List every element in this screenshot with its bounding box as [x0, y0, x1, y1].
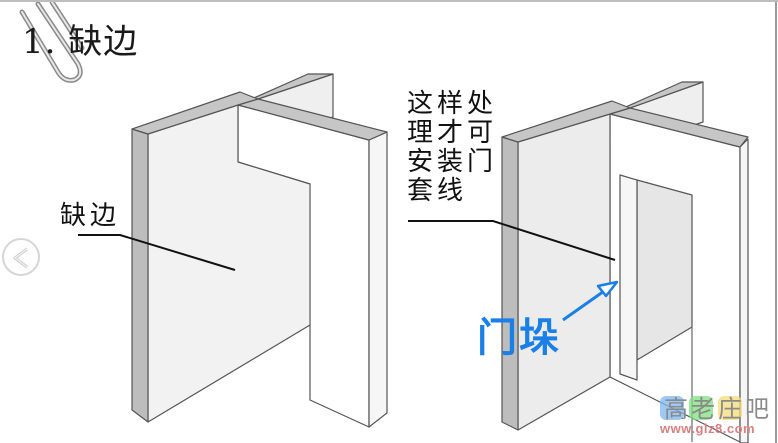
- watermark-tile-green: [689, 396, 713, 420]
- missing-edge-label: 缺边: [60, 201, 121, 231]
- watermark: 高老庄吧 www.glz8.com: [660, 392, 778, 443]
- right-wall-figure: [501, 81, 749, 443]
- prev-slide-button[interactable]: [2, 238, 40, 276]
- note-char: 套: [406, 176, 433, 206]
- watermark-text: 高老庄吧: [664, 395, 772, 423]
- install-note: 这 理 安 套 样 才 装 线 处 可 门: [405, 89, 495, 206]
- note-char: 处: [466, 89, 493, 119]
- left-wall-figure: [131, 73, 388, 428]
- right-leader-line: [408, 220, 616, 261]
- watermark-tile-yellow: [718, 396, 742, 420]
- note-char: 安: [406, 147, 433, 177]
- note-char: 装: [436, 147, 463, 177]
- note-char: 样: [436, 89, 463, 119]
- note-char: 线: [436, 176, 463, 206]
- note-char: 这: [406, 89, 433, 119]
- slide-title: 1. 缺边: [22, 22, 139, 62]
- note-column-2: 样 才 装 线: [435, 89, 465, 206]
- watermark-url: www.glz8.com: [660, 421, 756, 436]
- door-pier-label: 门垛: [477, 314, 561, 361]
- note-column-3: 处 可 门: [465, 89, 495, 177]
- note-column-1: 这 理 安 套: [405, 89, 435, 206]
- left-leader-line: [78, 234, 236, 271]
- slide-right-border: [775, 2, 777, 443]
- note-char: 可: [466, 118, 493, 148]
- paperclip-icon: [19, 2, 85, 83]
- chevron-left-icon: [13, 247, 28, 269]
- note-char: 理: [406, 118, 433, 148]
- note-char: 才: [436, 118, 463, 148]
- note-char: 门: [466, 147, 493, 177]
- watermark-tile-blue: [660, 396, 684, 420]
- blue-arrow-icon: [562, 280, 619, 322]
